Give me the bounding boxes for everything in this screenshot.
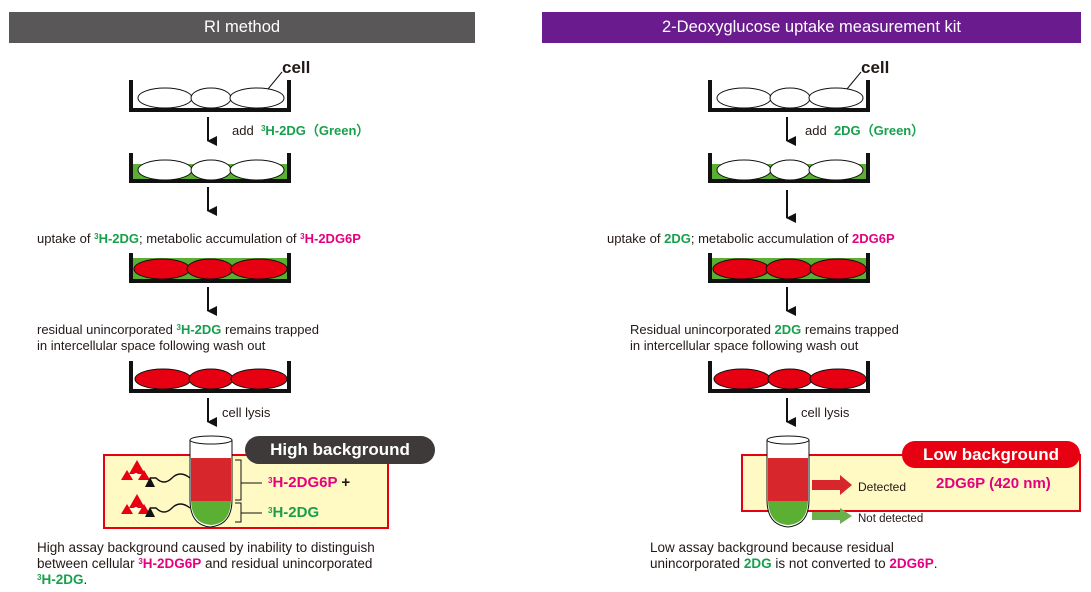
right-dish-4: [708, 361, 870, 393]
left-step-lysis: cell lysis: [222, 405, 271, 420]
low-background-badge: Low background: [902, 441, 1080, 468]
left-brackets: [235, 459, 262, 523]
right-header-title: 2-Deoxyglucose uptake measurement kit: [662, 18, 961, 36]
left-dish-4: [129, 361, 291, 393]
left-tube: [189, 435, 233, 528]
left-step-residual: residual unincorporated 3H-2DG remains t…: [37, 322, 319, 353]
emission-arrow-icon: [145, 473, 191, 487]
right-dish-1: [708, 71, 870, 112]
detected-value: 2DG6P (420 nm): [936, 475, 1051, 492]
left-header: RI method: [9, 12, 475, 43]
right-tube: [766, 435, 810, 528]
left-tube-label-2dg: 3H-2DG: [268, 504, 320, 521]
left-tube-label-2dg6p: 3H-2DG6P +: [268, 474, 351, 491]
left-header-title: RI method: [203, 18, 281, 36]
right-step-add: add 2DG（Green）: [805, 123, 925, 138]
emission-arrow-icon: [145, 503, 191, 517]
left-footer: High assay background caused by inabilit…: [37, 540, 375, 587]
high-background-badge: High background: [245, 436, 435, 464]
right-cell-label: cell: [861, 58, 890, 77]
right-step-uptake: uptake of 2DG; metabolic accumulation of…: [607, 231, 895, 246]
left-dish-2: [129, 153, 291, 183]
not-detected-arrow-icon: [812, 508, 852, 524]
left-dish-1: [129, 71, 291, 112]
detected-arrow-icon: [812, 475, 852, 495]
right-step-residual: Residual unincorporated 2DG remains trap…: [630, 322, 899, 353]
left-result-box: [103, 454, 389, 529]
right-header: 2-Deoxyglucose uptake measurement kit: [542, 12, 1081, 43]
right-step-lysis: cell lysis: [801, 405, 850, 420]
left-step-uptake: uptake of 3H-2DG; metabolic accumulation…: [37, 231, 361, 246]
right-dish-3: [708, 253, 870, 283]
right-dish-2: [708, 153, 870, 183]
left-step-add: add 3H-2DG（Green）: [232, 123, 370, 138]
right-footer: Low assay background because residual un…: [650, 540, 938, 571]
left-cell-label: cell: [282, 58, 311, 77]
left-dish-3: [129, 253, 291, 283]
detected-label: Detected: [858, 480, 907, 494]
not-detected-label: Not detected: [858, 513, 924, 525]
